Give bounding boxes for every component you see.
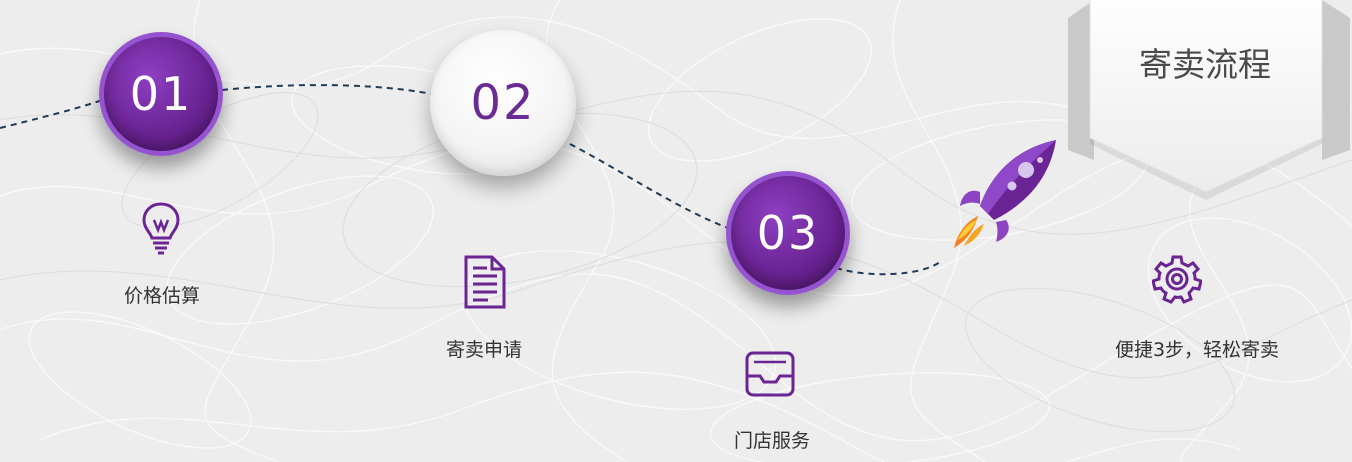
step-1-number: 01 [129,67,193,121]
rocket-icon [954,140,1056,248]
step-3-circle: 03 [726,171,850,295]
page-title: 寄卖流程 [1139,45,1271,84]
step-2-circle: 02 [430,30,576,176]
step-2-number: 02 [470,75,536,131]
title-badge [1068,0,1350,200]
lightbulb-icon [142,202,180,255]
step-1-circle: 01 [99,32,223,156]
inbox-tray-icon [745,351,795,397]
summary-label: 便捷3步，轻松寄卖 [1114,339,1280,361]
step-2-label: 寄卖申请 [445,339,523,361]
step-3-label: 门店服务 [733,430,811,452]
step-1-label: 价格估算 [123,285,201,307]
document-icon [464,255,506,309]
step-3-number: 03 [756,206,820,260]
gear-icon [1152,255,1202,304]
